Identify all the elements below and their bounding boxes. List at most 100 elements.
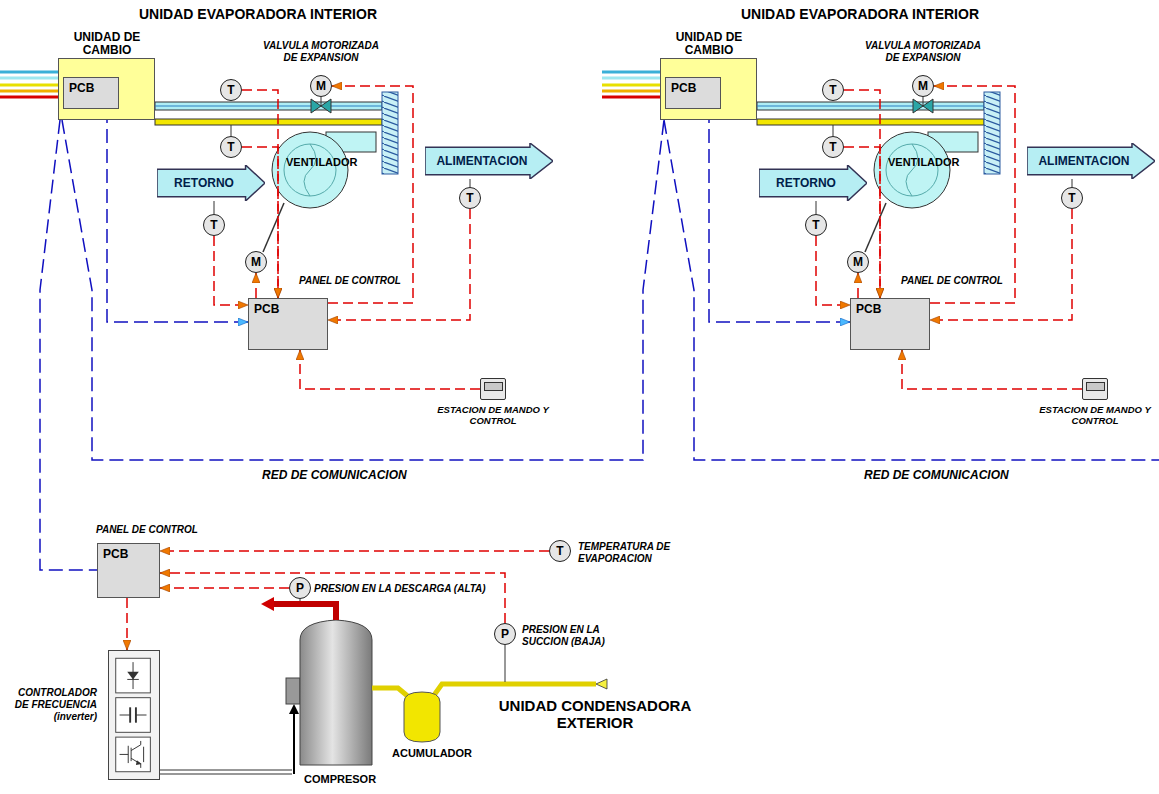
network-line <box>107 109 248 322</box>
network-line <box>62 120 664 460</box>
sensor-circle: P <box>494 623 516 645</box>
signal-line <box>930 86 1015 303</box>
airflow-label: ALIMENTACION <box>1038 154 1129 168</box>
signal-line <box>214 236 248 305</box>
sensor-stem <box>470 179 471 187</box>
discharge-pipe <box>272 604 336 620</box>
sensor-letter: M <box>853 256 863 268</box>
sensor-circle: T <box>822 136 844 158</box>
signal-line <box>816 236 850 305</box>
network-line <box>40 120 97 570</box>
signal-line <box>328 209 470 320</box>
board-label: PCB <box>666 78 720 98</box>
pipe <box>0 96 58 99</box>
signal-line <box>160 550 549 552</box>
board-label: PCB <box>64 78 118 98</box>
pipe <box>0 90 58 93</box>
callout-label: VENTILADOR <box>286 156 358 168</box>
airflow-arrow: RETORNO <box>157 165 265 201</box>
inverter-label: CONTROLADOR DE FRECUENCIA (inverter) <box>5 687 97 723</box>
sensor-letter: T <box>812 219 819 231</box>
sensor-letter: T <box>210 219 217 231</box>
airflow-arrow: ALIMENTACION <box>425 143 553 179</box>
sensor-circle: T <box>805 214 827 236</box>
callout-label: VALVULA MOTORIZADA DE EXPANSION <box>858 40 988 63</box>
callout-label: TEMPERATURA DE EVAPORACION <box>578 541 690 564</box>
compressor-body <box>300 620 372 765</box>
fan-wheel <box>304 144 316 196</box>
sensor-circle: T <box>822 79 844 101</box>
change-unit-box: UNIDAD DE CAMBIOPCB <box>58 58 155 120</box>
airflow-arrow: ALIMENTACION <box>1027 143 1155 179</box>
signal-line <box>930 209 1072 320</box>
airflow-arrow: RETORNO <box>759 165 867 201</box>
pipe <box>0 84 58 87</box>
liquid-pipe <box>155 102 382 110</box>
sensor-letter: M <box>918 80 928 92</box>
accumulator <box>404 692 440 742</box>
indoor-unit-art <box>602 72 1072 252</box>
coil <box>382 92 398 174</box>
signal-line <box>160 573 505 623</box>
unit-heading: UNIDAD DE CAMBIO <box>71 31 143 57</box>
sensor-circle: T <box>549 540 571 562</box>
arrow-shape <box>157 165 265 201</box>
panel-heading: PANEL DE CONTROL <box>96 524 198 535</box>
valve-stem <box>321 97 322 106</box>
callout-label: RED DE COMUNICACION <box>262 468 407 482</box>
pipe <box>0 77 58 80</box>
airflow-label: RETORNO <box>174 176 234 190</box>
inverter-symbols <box>109 651 159 779</box>
suction-pipe <box>372 688 410 698</box>
control-panel-box: PANEL DE CONTROLPCB <box>850 298 930 350</box>
pipe <box>0 71 58 74</box>
sensor-letter: T <box>829 141 836 153</box>
control-panel-box: PANEL DE CONTROLPCB <box>248 298 328 350</box>
sensor-circle: T <box>220 136 242 158</box>
compressor-art <box>160 597 607 774</box>
sensor-letter: P <box>296 582 304 594</box>
signal-line <box>300 350 480 389</box>
signal-line <box>126 598 128 650</box>
discharge-arrow <box>261 597 274 611</box>
sensor-circle: T <box>459 187 481 209</box>
sensor-circle: M <box>912 75 934 97</box>
terminal-box <box>286 678 300 704</box>
gas-pipe <box>155 119 382 125</box>
thermostat-screen <box>1086 382 1105 391</box>
power-cable <box>160 773 292 774</box>
callout-label: UNIDAD EVAPORADORA INTERIOR <box>722 6 998 22</box>
signal-line <box>160 587 289 589</box>
sensor-circle: T <box>203 214 225 236</box>
station-label: ESTACION DE MANDO Y CONTROL <box>437 405 549 427</box>
sensor-stem <box>300 599 301 601</box>
sensor-letter: M <box>316 80 326 92</box>
thermostat-station: ESTACION DE MANDO Y CONTROL <box>1082 378 1108 400</box>
sensor-stem <box>214 201 215 214</box>
signal-line <box>857 273 859 298</box>
signal-line <box>902 350 1082 389</box>
sensor-letter: M <box>251 256 261 268</box>
panel-heading: PANEL DE CONTROL <box>901 275 1003 286</box>
callout-label: UNIDAD CONDENSADORA EXTERIOR <box>495 697 695 732</box>
power-arrow <box>293 712 295 774</box>
airflow-label: RETORNO <box>776 176 836 190</box>
board-label: PCB <box>98 544 159 564</box>
panel-heading: PANEL DE CONTROL <box>299 275 401 286</box>
sensor-stem <box>505 645 506 682</box>
pipe <box>155 106 382 107</box>
sensor-circle: T <box>220 79 242 101</box>
sensor-circle: M <box>847 251 869 273</box>
pcb-board: PCB <box>665 77 721 109</box>
station-label: ESTACION DE MANDO Y CONTROL <box>1039 405 1151 427</box>
sensor-circle: P <box>289 577 311 599</box>
pcb-board: PCB <box>63 77 119 109</box>
network-line <box>664 120 1159 460</box>
suction-pipe <box>432 684 596 698</box>
sensor-circle: M <box>245 251 267 273</box>
motor-shaft <box>263 203 284 252</box>
arrow-shape <box>425 143 553 179</box>
